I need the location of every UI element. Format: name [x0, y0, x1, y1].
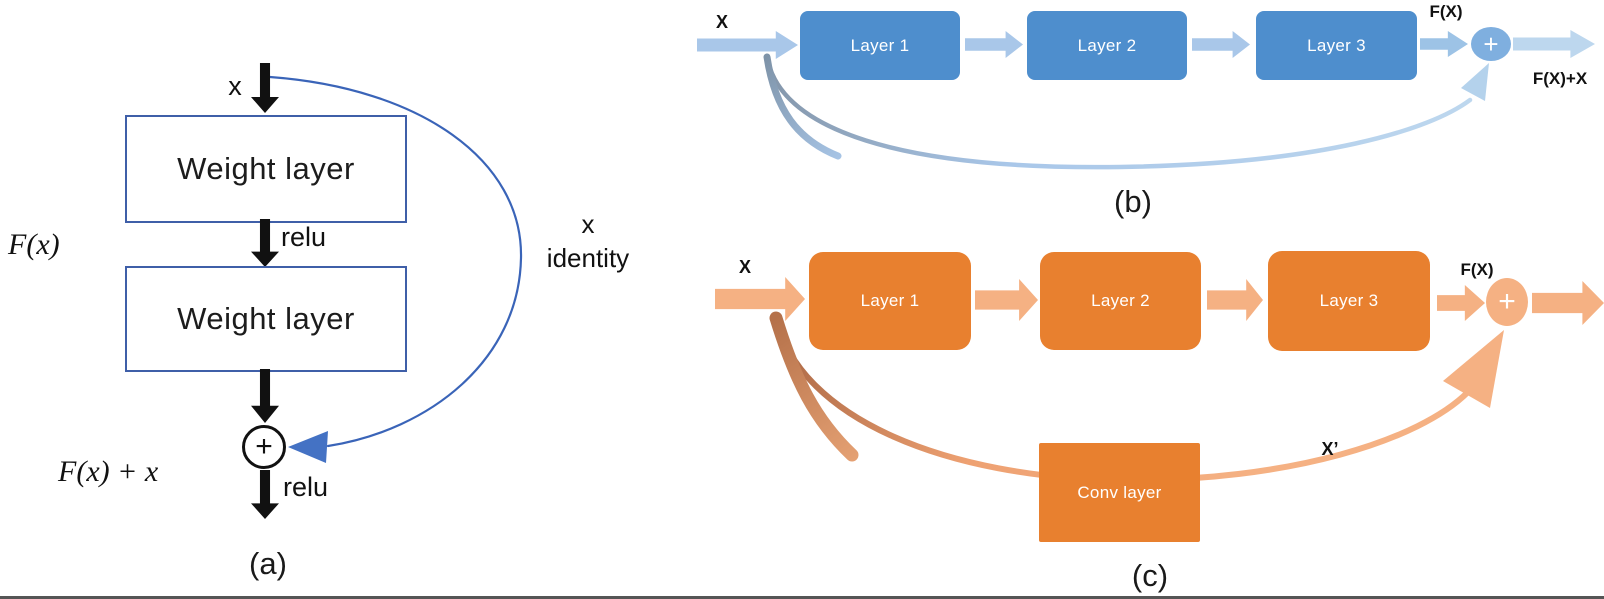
- c-skip-arrowhead: [1443, 330, 1504, 408]
- a-arrow-output: [251, 470, 279, 519]
- a-fx-label: F(x): [8, 228, 60, 261]
- c-arrow-output: [1532, 281, 1604, 325]
- c-arrow-input: [715, 277, 805, 321]
- b-arrow-to-plus: [1420, 31, 1468, 57]
- b-arrow-2-3: [1192, 31, 1250, 58]
- figure-bottom-border: [0, 596, 1604, 599]
- a-relu-label-1: relu: [281, 222, 327, 252]
- a-arrow-mid: [251, 219, 279, 267]
- a-weight-layer-2: Weight layer: [125, 266, 407, 372]
- c-layer-2: Layer 2: [1040, 252, 1201, 350]
- b-skip-arrowhead: [1461, 63, 1489, 101]
- b-layer-3: Layer 3: [1256, 11, 1417, 80]
- b-layer-1: Layer 1: [800, 11, 960, 80]
- a-output-label: F(x) + x: [58, 455, 159, 488]
- c-skip-label: X’: [1321, 439, 1339, 459]
- b-arrow-input: [697, 31, 798, 59]
- c-conv-layer: Conv layer: [1039, 443, 1200, 542]
- b-fx-label: F(X): [1429, 2, 1463, 21]
- c-layer-3: Layer 3: [1268, 251, 1430, 351]
- b-output-label: F(X)+X: [1532, 69, 1588, 88]
- b-caption: (b): [1114, 184, 1152, 219]
- a-weight-layer-1: Weight layer: [125, 115, 407, 223]
- c-arrow-to-plus: [1437, 285, 1485, 321]
- a-skip-label-identity: identity: [546, 243, 630, 273]
- b-arrow-1-2: [965, 31, 1023, 58]
- b-arrow-output: [1513, 30, 1595, 58]
- b-plus-node: +: [1471, 27, 1511, 61]
- c-layer-1: Layer 1: [809, 252, 971, 350]
- c-plus-node: +: [1486, 278, 1528, 326]
- a-relu-label-2: relu: [283, 472, 329, 502]
- a-input-label: x: [228, 71, 242, 101]
- a-caption: (a): [249, 546, 287, 581]
- b-input-label: X: [715, 12, 728, 32]
- c-fx-label: F(X): [1460, 260, 1494, 279]
- a-arrow-to-plus: [251, 369, 279, 423]
- c-arrow-1-2: [975, 279, 1038, 321]
- c-arrow-2-3: [1207, 279, 1263, 321]
- b-layer-2: Layer 2: [1027, 11, 1187, 80]
- a-skip-label-x: x: [581, 209, 595, 239]
- c-caption: (c): [1131, 558, 1169, 593]
- c-input-label: X: [738, 257, 751, 277]
- a-plus-node: +: [242, 425, 286, 469]
- a-skip-arrowhead: [288, 431, 328, 463]
